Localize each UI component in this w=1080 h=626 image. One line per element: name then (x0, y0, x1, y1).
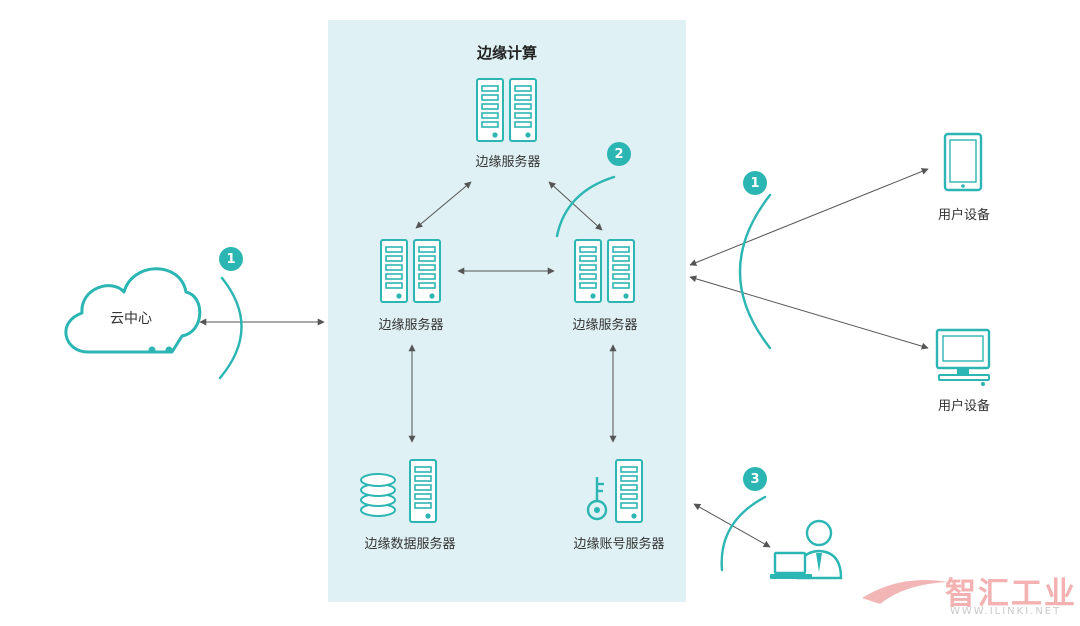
arrow-left-top (415, 181, 472, 229)
watermark-logo (862, 580, 948, 604)
edge-computing-title: 边缘计算 (476, 44, 538, 62)
step-badge-cloud: 1 (219, 247, 243, 271)
tablet-icon (943, 132, 983, 192)
server-right-label: 边缘服务器 (572, 318, 638, 333)
key-server-icon (586, 459, 643, 523)
arrow-edge-monitor (689, 275, 929, 350)
watermark-text: 智汇工业 (945, 576, 1077, 612)
arc-edge (555, 175, 616, 238)
monitor-icon (935, 328, 991, 386)
account-server-label: 边缘账号服务器 (573, 537, 665, 552)
cloud-icon (64, 267, 202, 354)
step-badge-edge: 2 (607, 142, 631, 166)
user-laptop-icon (770, 519, 843, 580)
database-server-icon (360, 459, 437, 523)
connection-arrows (199, 168, 929, 548)
step-badge-admin: 3 (743, 467, 767, 491)
arrow-top-right (548, 181, 603, 231)
data-server-label: 边缘数据服务器 (364, 537, 456, 552)
monitor-label: 用户设备 (937, 399, 991, 414)
tablet-label: 用户设备 (937, 208, 991, 223)
boundary-arcs (218, 175, 772, 572)
server-left-label: 边缘服务器 (378, 318, 444, 333)
watermark-url: WWW.ILINKI.NET (950, 606, 1062, 617)
cloud-label: 云中心 (110, 311, 152, 327)
arrow-edge-tablet (689, 168, 929, 266)
cloud-port-dot (165, 346, 173, 354)
arc-admin (720, 495, 767, 572)
arc-devices (738, 193, 772, 350)
step-badge-devices: 1 (743, 171, 767, 195)
cloud-port-dot (148, 346, 156, 354)
arc-cloud (218, 276, 243, 380)
server-top-label: 边缘服务器 (475, 155, 541, 170)
